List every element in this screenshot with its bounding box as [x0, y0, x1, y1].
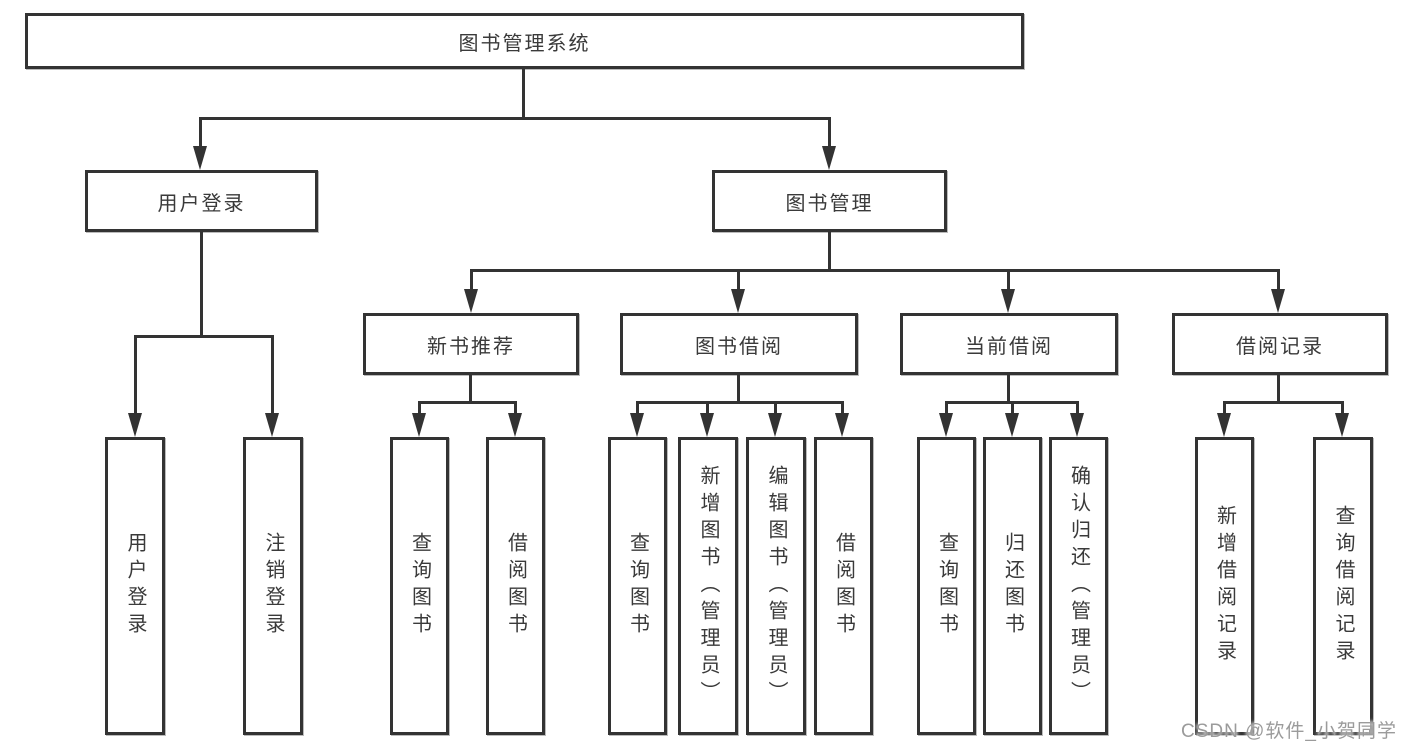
connector-line	[1007, 269, 1010, 291]
arrowhead-icon	[822, 146, 836, 170]
connector-line	[1277, 375, 1280, 403]
csdn-watermark: CSDN @软件_小贺同学	[1181, 721, 1397, 742]
node-current-borrow: 当前借阅	[900, 313, 1118, 375]
connector-line	[134, 335, 137, 413]
leaf-query-borrow-record: 查询借阅记录	[1313, 437, 1373, 735]
arrowhead-icon	[128, 413, 142, 437]
connector-line	[1223, 401, 1226, 413]
connector-line	[418, 401, 421, 413]
connector-line	[199, 117, 831, 120]
arrowhead-icon	[768, 413, 782, 437]
arrowhead-icon	[700, 413, 714, 437]
leaf-return-books: 归还图书	[983, 437, 1042, 735]
arrowhead-icon	[265, 413, 279, 437]
connector-line	[828, 117, 831, 147]
node-book-management: 图书管理	[712, 170, 947, 232]
leaf-query-books-recommend: 查询图书	[390, 437, 449, 735]
connector-line	[706, 401, 709, 413]
node-borrow-records: 借阅记录	[1172, 313, 1388, 375]
leaf-add-book-admin: 新增图书（管理员）	[678, 437, 738, 735]
arrowhead-icon	[1271, 289, 1285, 313]
connector-line	[1076, 401, 1079, 413]
connector-line	[1011, 401, 1014, 413]
connector-line	[1007, 375, 1010, 403]
connector-line	[470, 269, 1280, 272]
arrowhead-icon	[1335, 413, 1349, 437]
leaf-query-books-borrow: 查询图书	[608, 437, 667, 735]
arrowhead-icon	[630, 413, 644, 437]
leaf-logout: 注销登录	[243, 437, 303, 735]
connector-line	[134, 335, 274, 338]
leaf-borrow-books-recommend: 借阅图书	[486, 437, 545, 735]
node-root-library-system: 图书管理系统	[25, 13, 1024, 69]
connector-line	[737, 375, 740, 403]
node-new-book-recommend: 新书推荐	[363, 313, 579, 375]
connector-line	[470, 269, 473, 291]
connector-line	[418, 401, 516, 404]
connector-line	[522, 69, 525, 119]
arrowhead-icon	[1070, 413, 1084, 437]
connector-line	[514, 401, 517, 413]
leaf-query-books-current: 查询图书	[917, 437, 976, 735]
arrowhead-icon	[193, 146, 207, 170]
leaf-confirm-return-admin: 确认归还（管理员）	[1049, 437, 1108, 735]
connector-line	[636, 401, 639, 413]
leaf-user-login: 用户登录	[105, 437, 165, 735]
leaf-edit-book-admin: 编辑图书（管理员）	[746, 437, 806, 735]
arrowhead-icon	[464, 289, 478, 313]
node-user-login: 用户登录	[85, 170, 318, 232]
connector-line	[774, 401, 777, 413]
arrowhead-icon	[731, 289, 745, 313]
connector-line	[636, 401, 843, 404]
connector-line	[828, 232, 831, 271]
connector-line	[199, 117, 202, 147]
connector-line	[271, 335, 274, 413]
leaf-borrow-books: 借阅图书	[814, 437, 873, 735]
connector-line	[1277, 269, 1280, 291]
leaf-add-borrow-record: 新增借阅记录	[1195, 437, 1254, 735]
connector-line	[1223, 401, 1343, 404]
connector-line	[737, 269, 740, 291]
connector-line	[1341, 401, 1344, 413]
arrowhead-icon	[939, 413, 953, 437]
arrowhead-icon	[835, 413, 849, 437]
arrowhead-icon	[508, 413, 522, 437]
connector-line	[200, 232, 203, 337]
node-book-borrow: 图书借阅	[620, 313, 858, 375]
arrowhead-icon	[412, 413, 426, 437]
connector-line	[469, 375, 472, 403]
arrowhead-icon	[1005, 413, 1019, 437]
connector-line	[841, 401, 844, 413]
connector-line	[945, 401, 948, 413]
arrowhead-icon	[1001, 289, 1015, 313]
arrowhead-icon	[1217, 413, 1231, 437]
